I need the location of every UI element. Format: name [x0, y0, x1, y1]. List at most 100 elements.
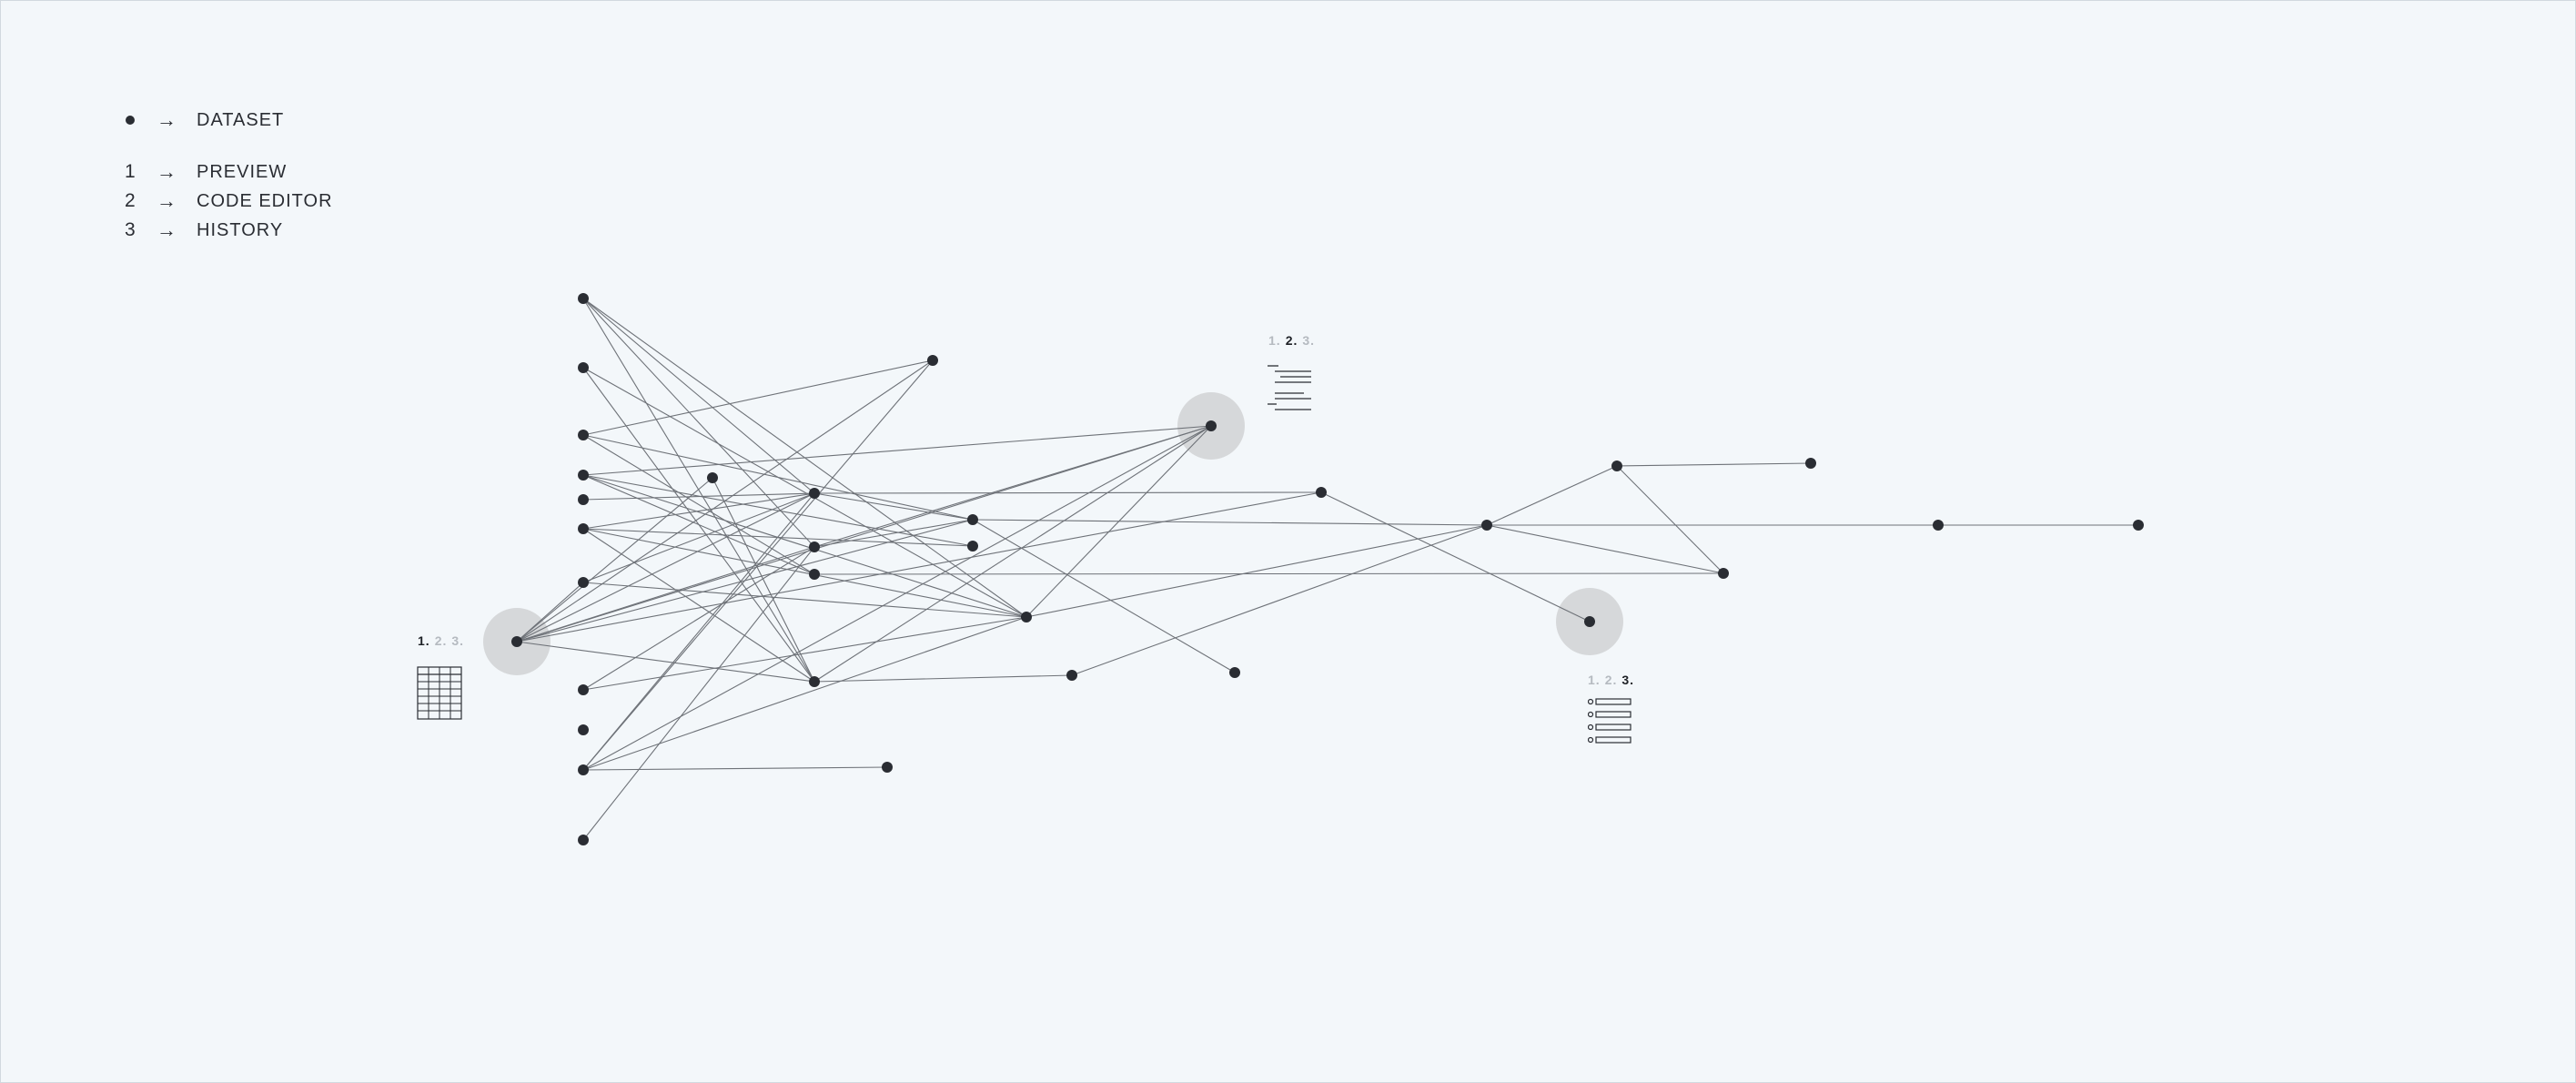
table-icon — [417, 666, 462, 720]
stepper-dataset-c: 1.2.3. — [1588, 673, 1639, 687]
dataset-node[interactable] — [809, 676, 820, 687]
graph-edge — [1071, 524, 1488, 676]
graph-edge — [582, 434, 974, 521]
dataset-dot-icon — [126, 116, 135, 125]
dataset-node[interactable] — [1611, 461, 1622, 471]
code-lines-icon — [1268, 365, 1311, 410]
step-3[interactable]: 3. — [1302, 333, 1316, 348]
dataset-node[interactable] — [578, 430, 589, 440]
dataset-node[interactable] — [707, 472, 718, 483]
legend-item-history: 3 → HISTORY — [124, 216, 333, 245]
legend-label-preview: PREVIEW — [197, 161, 288, 182]
dataset-node[interactable] — [578, 724, 589, 735]
dataset-node[interactable] — [967, 514, 978, 525]
graph-edge — [582, 582, 1027, 618]
step-2[interactable]: 2. — [1604, 673, 1618, 687]
dataset-node[interactable] — [578, 577, 589, 588]
step-2[interactable]: 2. — [1285, 333, 1298, 348]
legend-label-code-editor: CODE EDITOR — [197, 190, 333, 211]
dataset-node[interactable] — [578, 470, 589, 481]
graph-edge — [582, 474, 974, 547]
graph-edge — [813, 519, 974, 548]
graph-edge — [582, 528, 1027, 618]
graph-edge — [582, 546, 815, 841]
graph-nodes — [511, 293, 2144, 845]
dataset-node[interactable] — [578, 293, 589, 304]
legend-item-code-editor: 2 → CODE EDITOR — [124, 187, 333, 216]
dataset-node[interactable] — [1481, 520, 1492, 531]
graph-edge — [813, 425, 1212, 683]
graph-edge — [516, 641, 815, 683]
step-2[interactable]: 2. — [434, 633, 448, 648]
step-1[interactable]: 1. — [1268, 333, 1281, 348]
graph-edge — [582, 492, 815, 501]
arrow-right-icon: → — [157, 160, 177, 183]
dataset-node[interactable] — [578, 494, 589, 505]
stepper-dataset-a: 1. 2.3. — [418, 633, 469, 648]
arrow-right-icon: → — [157, 218, 177, 241]
legend-label-dataset: DATASET — [197, 109, 285, 130]
legend-number: 3 — [125, 219, 136, 240]
dataset-node[interactable] — [578, 835, 589, 845]
step-1[interactable]: 1. — [418, 633, 430, 648]
dataset-node[interactable] — [1584, 616, 1595, 627]
stepper-dataset-b: 1. 2. 3. — [1268, 333, 1319, 348]
graph-edge — [582, 298, 815, 494]
dataset-node[interactable] — [809, 488, 820, 499]
graph-edge — [582, 616, 1027, 691]
dataset-node[interactable] — [578, 362, 589, 373]
arrow-right-icon: → — [157, 189, 177, 212]
dataset-node[interactable] — [809, 542, 820, 552]
dataset-node[interactable] — [1206, 420, 1217, 431]
graph-edge — [582, 474, 1027, 618]
graph-edge — [582, 492, 815, 771]
legend: → DATASET 1 → PREVIEW 2 → CODE EDITOR 3 … — [124, 106, 333, 245]
legend-item-dataset: → DATASET — [124, 106, 333, 135]
graph-edge — [1025, 524, 1488, 618]
graph-edge — [516, 492, 815, 643]
dataset-node[interactable] — [809, 569, 820, 580]
dataset-node[interactable] — [1805, 458, 1816, 469]
dataset-node[interactable] — [578, 764, 589, 775]
graph-edge — [712, 477, 815, 683]
dataset-node[interactable] — [1066, 670, 1077, 681]
graph-edge — [582, 367, 1027, 618]
graph-edge — [1486, 465, 1618, 526]
dataset-node[interactable] — [578, 523, 589, 534]
history-list-icon — [1588, 698, 1631, 744]
legend-label-history: HISTORY — [197, 219, 284, 240]
dataset-node[interactable] — [578, 684, 589, 695]
graph-edge — [972, 519, 1488, 526]
dataset-node[interactable] — [967, 541, 978, 552]
dataset-node[interactable] — [1933, 520, 1944, 531]
dataset-node[interactable] — [1021, 612, 1032, 622]
graph-edge — [1486, 524, 1724, 574]
legend-number: 1 — [125, 161, 136, 182]
dataset-node[interactable] — [1316, 487, 1327, 498]
graph-edge — [813, 425, 1212, 548]
graph-edge — [582, 425, 1212, 771]
graph-edge — [516, 425, 1212, 643]
graph-edge — [1616, 462, 1812, 467]
graph-edge — [813, 674, 1073, 683]
graph-edge — [582, 298, 815, 548]
graph-edge — [582, 616, 1027, 771]
dataset-node[interactable] — [511, 636, 522, 647]
graph-edge — [1320, 491, 1591, 622]
graph-edge — [813, 492, 974, 521]
graph-edge — [582, 359, 934, 771]
graph-edge — [582, 474, 815, 575]
step-3[interactable]: 3. — [1621, 673, 1635, 687]
graph-edges — [516, 298, 2138, 841]
dataset-node[interactable] — [927, 355, 938, 366]
step-3[interactable]: 3. — [451, 633, 465, 648]
dataset-node[interactable] — [2133, 520, 2144, 531]
legend-number: 2 — [125, 190, 136, 211]
graph-edge — [582, 434, 815, 575]
dataset-node[interactable] — [882, 762, 893, 773]
dataset-node[interactable] — [1718, 568, 1729, 579]
dataset-node[interactable] — [1229, 667, 1240, 678]
step-1[interactable]: 1. — [1588, 673, 1601, 687]
graph-edge — [813, 572, 1724, 575]
